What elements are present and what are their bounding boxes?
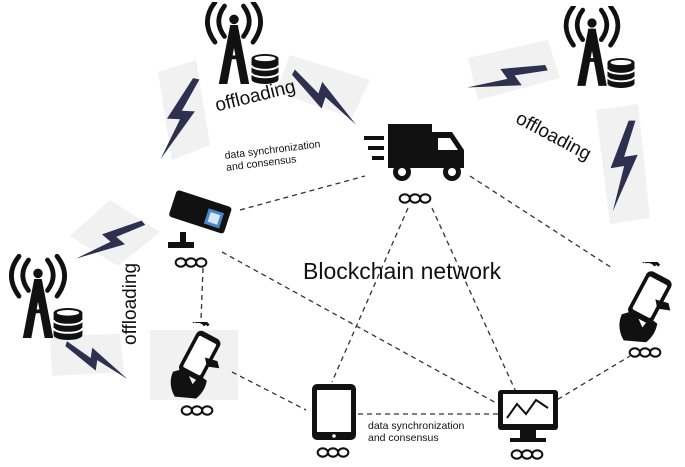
smartphone-hand-icon [617,262,676,344]
chain-link-icon [174,257,208,268]
cell-tower-left [11,256,84,342]
chain-link-icon [628,347,662,358]
truck-icon [364,124,464,181]
chain-link-icon [510,449,544,460]
cell-tower-top-right [566,6,636,89]
chain-link-icon [180,405,214,416]
sync-consensus-label-bottom: data synchronization and consensus [368,420,464,444]
cell-tower-top-left [207,2,280,84]
background-panels [50,40,650,400]
tablet-icon [312,384,356,440]
offloading-label: offloading [120,262,141,345]
database-icon [52,306,84,342]
sync-line: and consensus [368,432,439,444]
database-icon [606,57,636,89]
monitor-chart-icon [498,390,558,442]
sync-line: data synchronization [368,420,465,432]
chain-link-icon [398,193,432,204]
blockchain-links [200,175,631,415]
security-camera-icon [168,190,232,248]
chain-link-icon [316,447,350,458]
network-title: Blockchain network [303,258,502,284]
